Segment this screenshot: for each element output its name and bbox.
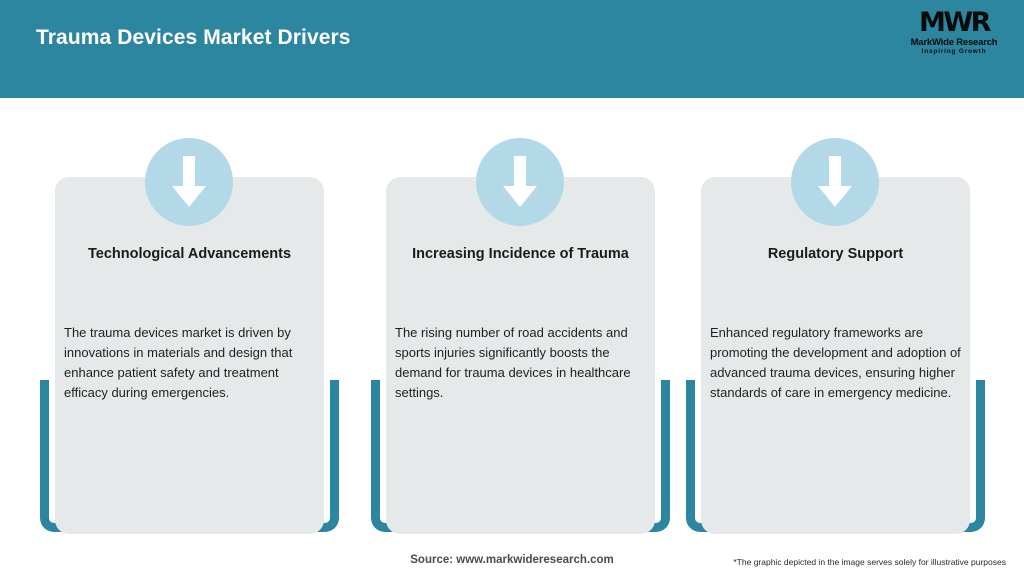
arrow-down-icon (791, 138, 879, 226)
card-title: Increasing Incidence of Trauma (412, 246, 629, 262)
driver-cards-container: Technological Advancements The trauma de… (0, 98, 1024, 538)
card-panel (55, 177, 324, 534)
card-description: Enhanced regulatory frameworks are promo… (710, 325, 961, 400)
company-logo: MWR MarkWide Research Inspiring Growth (902, 8, 1006, 60)
card-panel (386, 177, 655, 534)
arrow-down-icon (476, 138, 564, 226)
card-description: The trauma devices market is driven by i… (64, 325, 293, 400)
driver-card: Increasing Incidence of Trauma The risin… (371, 98, 670, 538)
logo-company-name: MarkWide Research (910, 37, 998, 48)
source-label: Source: www.markwideresearch.com (410, 554, 614, 566)
card-panel (701, 177, 970, 534)
driver-card: Technological Advancements The trauma de… (40, 98, 339, 538)
card-title: Regulatory Support (767, 246, 904, 262)
driver-card: Regulatory Support Enhanced regulatory f… (686, 98, 985, 538)
arrow-down-icon (145, 138, 233, 226)
page-title: Trauma Devices Market Drivers (36, 26, 351, 49)
logo-monogram-icon: MWR (919, 7, 991, 38)
page-header: Trauma Devices Market Drivers MWR MarkWi… (0, 0, 1024, 98)
disclaimer-text: *The graphic depicted in the image serve… (733, 557, 1006, 567)
card-description: The rising number of road accidents and … (395, 325, 631, 400)
logo-tagline: Inspiring Growth (921, 48, 987, 55)
card-title: Technological Advancements (87, 246, 292, 262)
